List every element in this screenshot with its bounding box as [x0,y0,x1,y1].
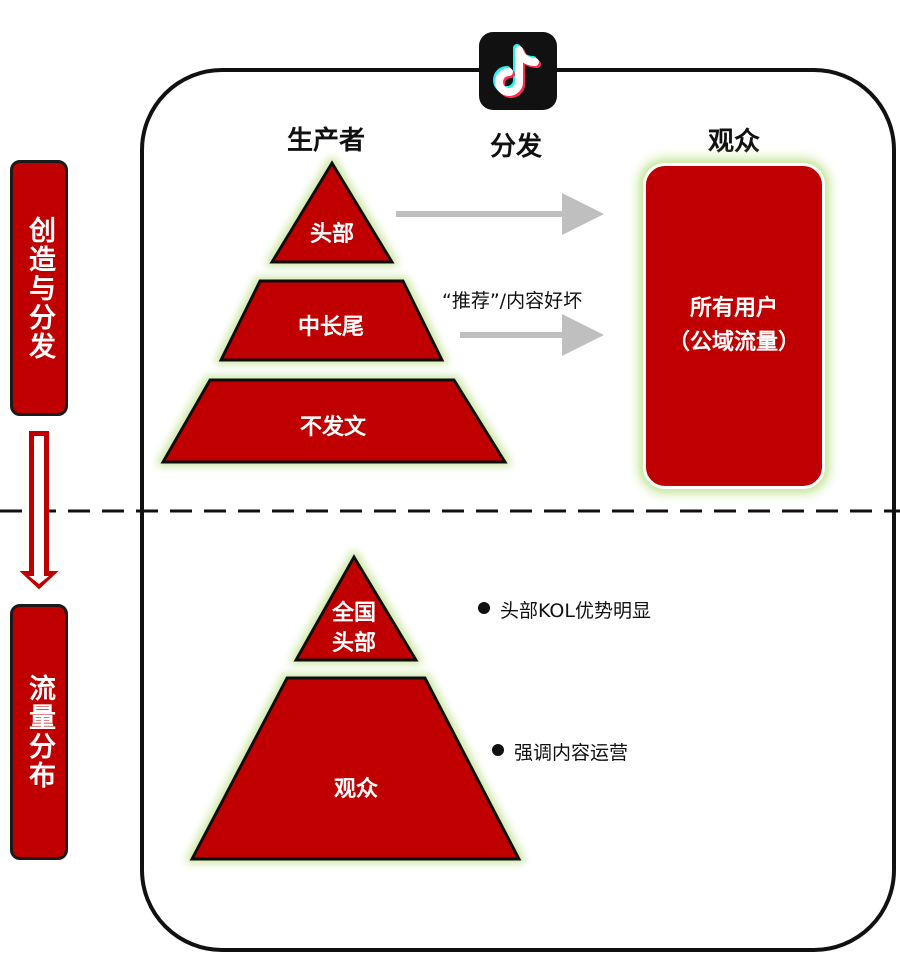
header-producer: 生产者 [287,126,366,156]
pyramid-tier-midtail [218,279,445,362]
audience-box-title: 所有用户 [689,296,778,321]
header-distribution: 分发 [490,132,543,162]
tier-nonposting-label: 不发文 [299,415,366,440]
traffic-pyramid [189,554,522,861]
audience-box: 所有用户 （公域流量） [643,163,825,489]
tier-midtail-label: 中长尾 [297,315,364,340]
audience-box-subtitle: （公域流量） [667,330,800,355]
tier-audience-label: 观众 [333,777,378,802]
bullet-dot [492,744,504,756]
producer-pyramid [160,160,508,464]
header-audience: 观众 [708,127,761,157]
tier-national-line1: 全国 [331,601,376,626]
pyramid-tier-nonposting [160,378,508,464]
side-label-traffic: 流量分布 [10,604,68,860]
tier-head-label: 头部 [309,222,354,247]
bullet-text-1: 头部KOL优势明显 [500,600,651,622]
tier-national-line2: 头部 [331,631,376,656]
distribution-note: “推荐”/内容好坏 [442,290,583,312]
pyramid-tier-national-head [293,554,419,662]
flow-down-arrow [19,431,59,590]
tiktok-icon [493,44,541,98]
tiktok-logo [479,32,557,110]
pyramid-tier-audience [189,676,522,861]
side-label-creation: 创造与分发 [10,160,68,416]
pyramid-tier-head [269,160,395,264]
bullet-text-2: 强调内容运营 [514,742,629,764]
tier-national-label: 全国 头部 [314,599,394,659]
bullet-dot [478,602,490,614]
